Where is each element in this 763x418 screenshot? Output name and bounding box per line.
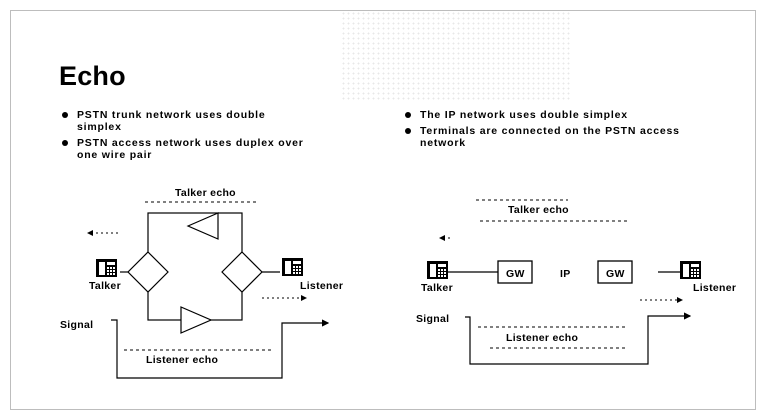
telephone-icon <box>427 261 448 279</box>
gateway-label: GW <box>506 268 525 280</box>
listener-label: Listener <box>300 280 343 292</box>
slide-title: Echo <box>59 61 126 91</box>
right-diagram: Talker echo Talker Listener GW IP GW Sig… <box>416 199 736 365</box>
bullet-item: PSTN access network uses duplex over one… <box>61 137 311 161</box>
talker-echo-label: Talker echo <box>175 187 236 199</box>
hybrid-diamond-icon <box>127 251 169 293</box>
amplifier-triangle-icon <box>180 306 213 334</box>
listener-label: Listener <box>693 282 736 294</box>
gateway-box <box>497 260 533 284</box>
telephone-icon <box>96 259 117 277</box>
bullet-item: The IP network uses double simplex <box>404 109 684 121</box>
telephone-icon <box>680 261 701 279</box>
talker-label: Talker <box>89 280 121 292</box>
talker-echo-label: Talker echo <box>508 204 569 216</box>
listener-echo-label: Listener echo <box>506 332 578 344</box>
listener-echo-label: Listener echo <box>146 354 218 366</box>
signal-label: Signal <box>60 319 93 331</box>
signal-path-arrow <box>465 312 692 365</box>
left-diagram: Talker echo Talker Listener Signal Liste… <box>60 187 343 379</box>
amplifier-triangle-icon <box>186 212 219 240</box>
hybrid-diamond-icon <box>221 251 263 293</box>
gateway-box <box>597 260 633 284</box>
telephone-icon <box>282 258 303 276</box>
signal-path-arrow <box>111 319 330 379</box>
gateway-label: GW <box>606 268 625 280</box>
signal-label: Signal <box>416 313 449 325</box>
bullet-item: Terminals are connected on the PSTN acce… <box>404 125 684 149</box>
talker-label: Talker <box>421 282 453 294</box>
left-bullet-list: PSTN trunk network uses double simplex P… <box>61 109 311 165</box>
slide: Echo PSTN trunk network uses double simp… <box>10 10 756 410</box>
right-bullet-list: The IP network uses double simplex Termi… <box>404 109 684 153</box>
ip-label: IP <box>560 268 571 280</box>
scan-noise <box>341 11 571 101</box>
bullet-item: PSTN trunk network uses double simplex <box>61 109 311 133</box>
